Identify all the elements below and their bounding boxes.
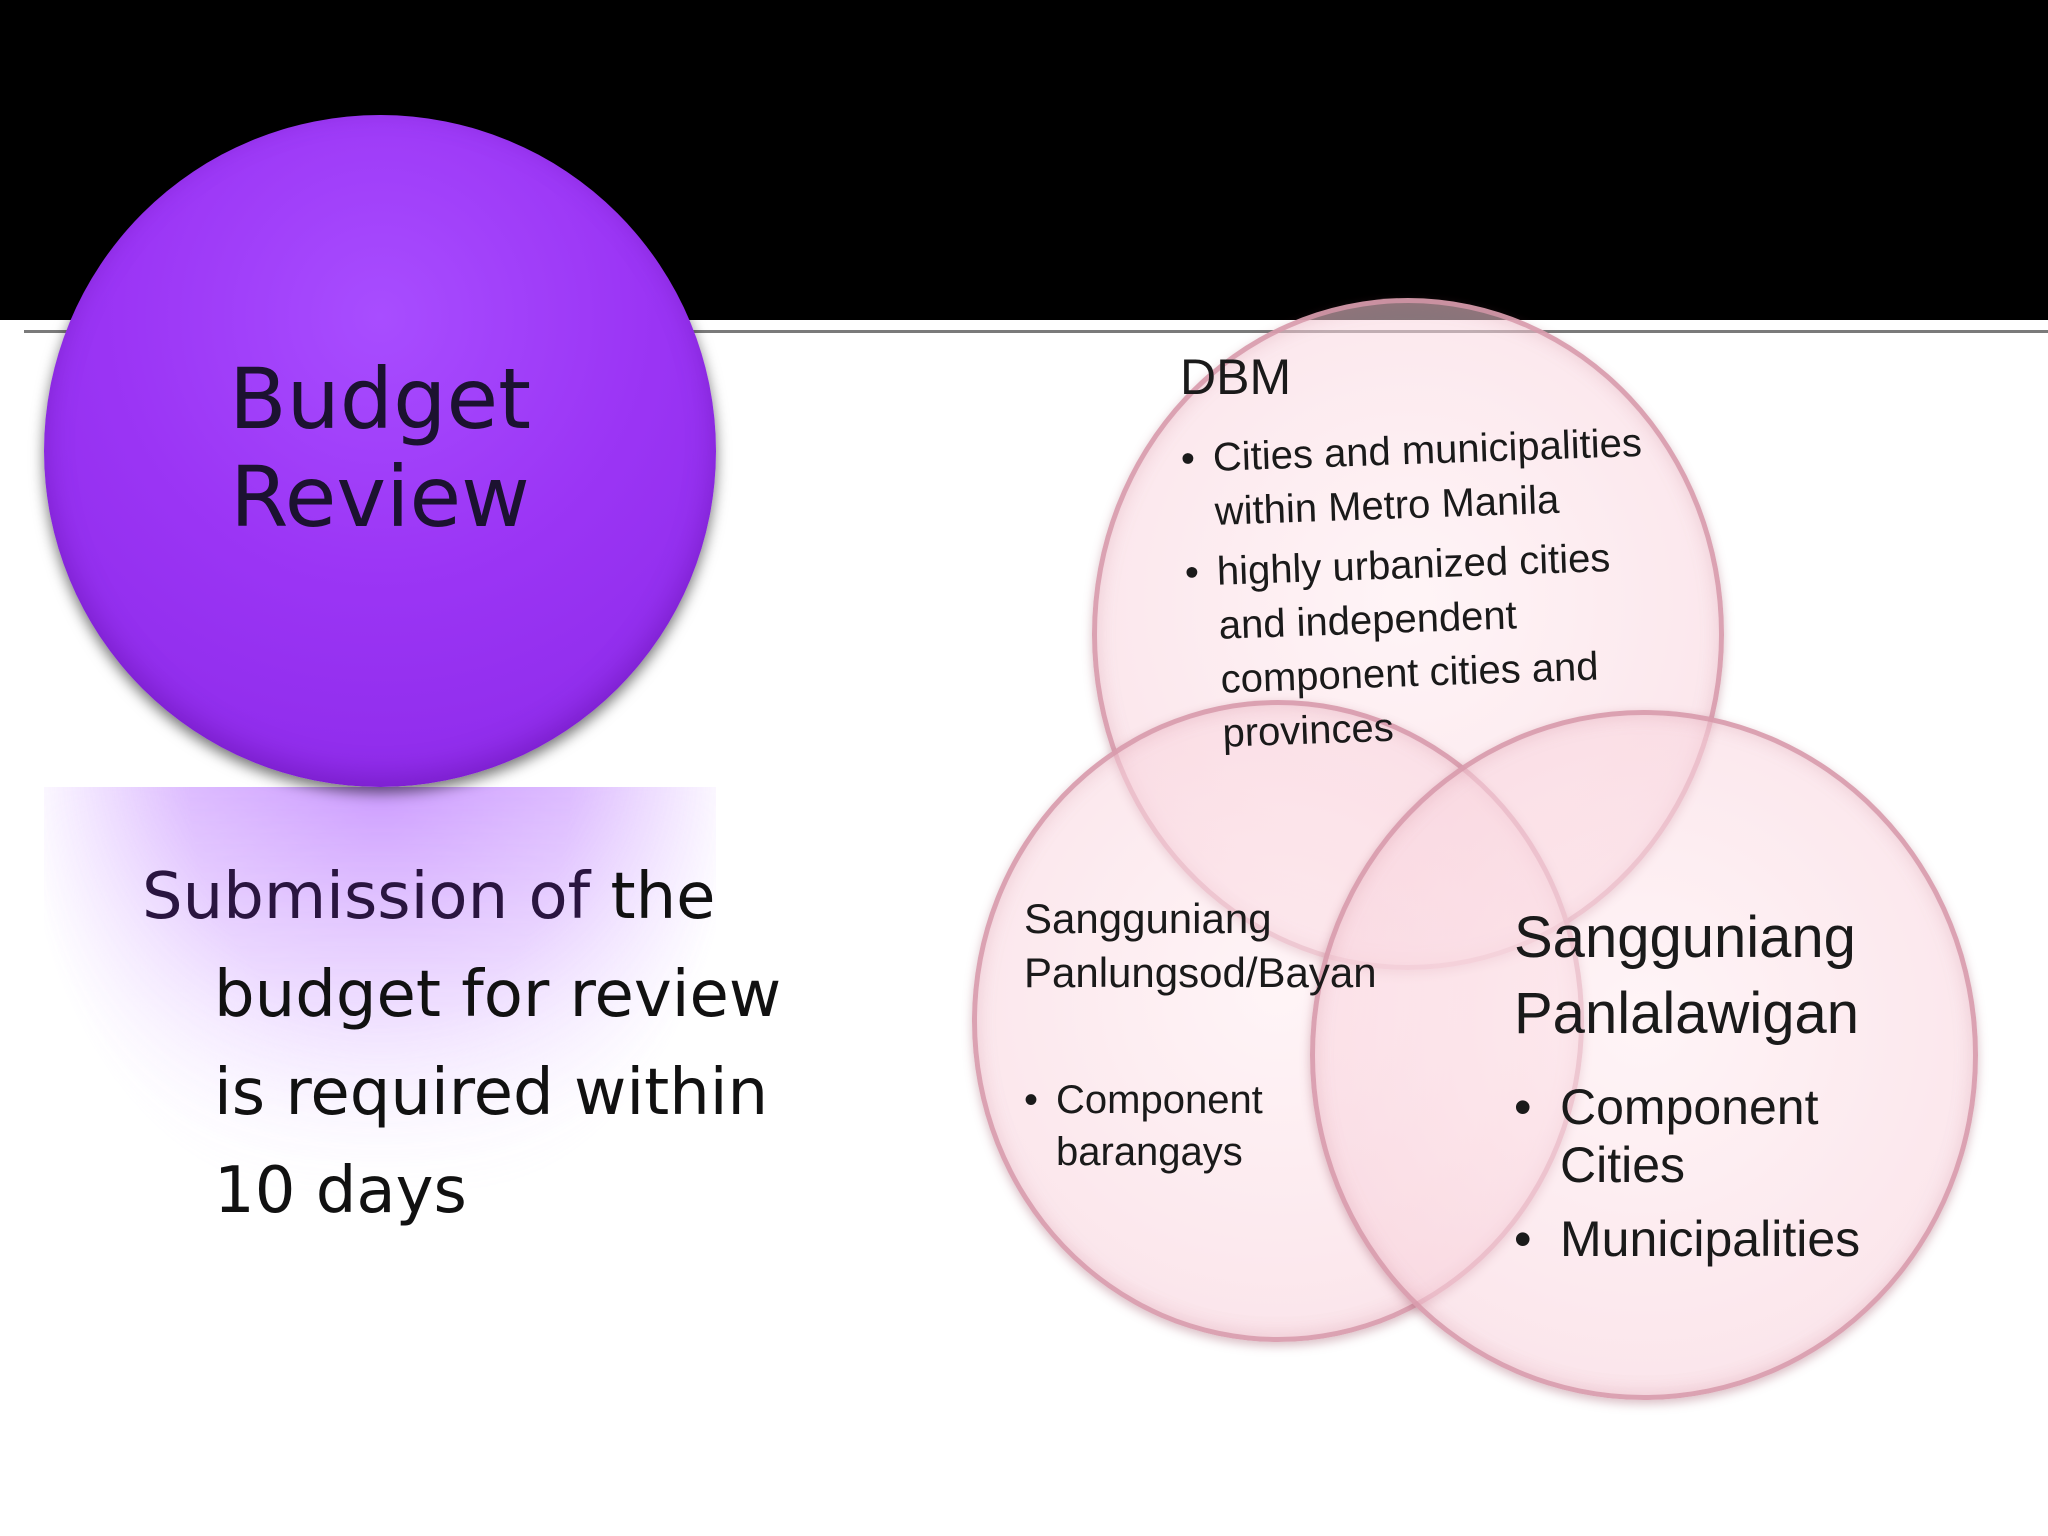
description-line-3: is required within	[214, 1056, 769, 1130]
venn-circle-sangguniang-panlalawigan	[1310, 710, 1978, 1400]
sangguniang-panlungsod-title: Sangguniang Panlungsod/Bayan	[1024, 895, 1377, 996]
main-topic-circle	[44, 115, 716, 787]
description-text: Submission of the budget for review is r…	[142, 848, 842, 1240]
main-circle-reflection	[44, 787, 716, 1207]
sangguniang-panlungsod-item: Component barangays	[1024, 1074, 1324, 1178]
dbm-list: Cities and municipalities within Metro M…	[1180, 416, 1661, 768]
sangguniang-panlalawigan-list: Component Cities Municipalities	[1514, 1078, 1894, 1284]
sangguniang-panlalawigan-item: Component Cities	[1514, 1078, 1894, 1194]
description-line-2: budget for review	[214, 958, 782, 1032]
sangguniang-panlungsod-list: Component barangays	[1024, 1074, 1324, 1178]
description-line-4: 10 days	[214, 1154, 467, 1228]
sangguniang-panlalawigan-item: Municipalities	[1514, 1210, 1894, 1268]
dbm-item: highly urbanized cities and independent …	[1184, 530, 1661, 762]
sangguniang-panlalawigan-title: Sangguniang Panlalawigan	[1514, 905, 1860, 1046]
main-topic-title: Budget Review	[228, 350, 532, 546]
dbm-item: Cities and municipalities within Metro M…	[1180, 416, 1653, 540]
divider-line	[24, 330, 2048, 333]
dbm-title: DBM	[1180, 349, 1292, 405]
description-line-1: Submission of the	[142, 860, 716, 934]
